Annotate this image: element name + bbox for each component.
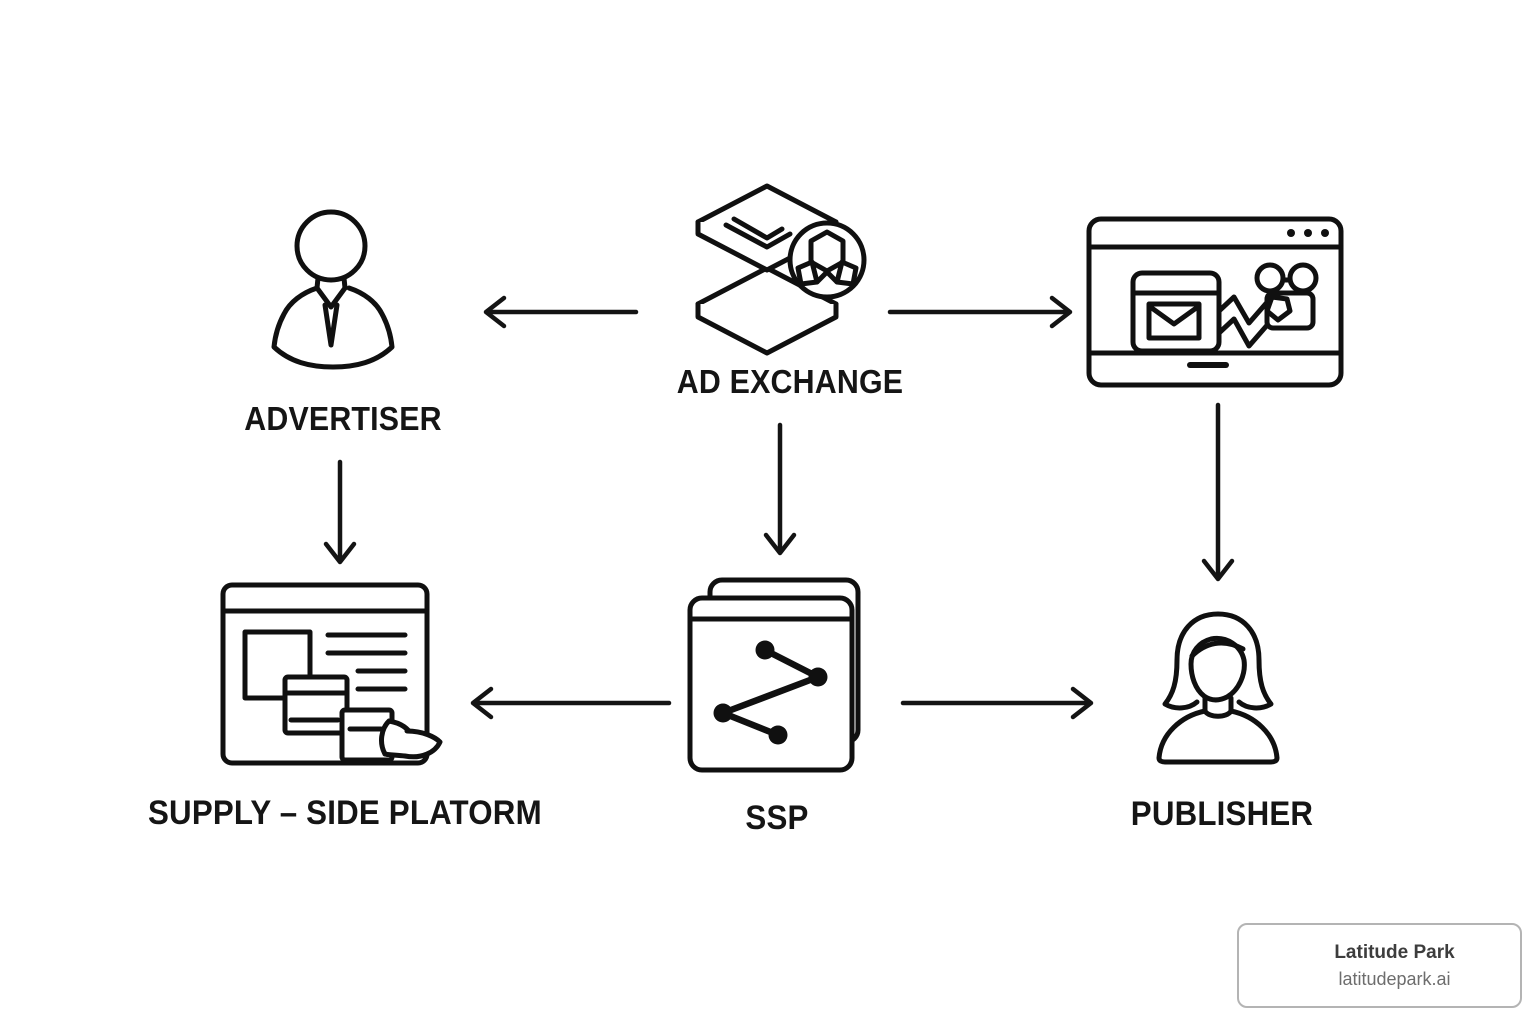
arrow-advertiser-to-ssp-platform [320,458,360,570]
ssp-label: SSP [745,799,809,837]
supply-side-platform-label: SUPPLY – SIDE PLATORM [148,794,542,832]
ad-exchange-label: AD EXCHANGE [676,363,904,400]
browser-content-pen-icon [220,582,445,766]
advertiser-label: ADVERTISER [244,400,442,437]
arrow-adexchange-to-advertiser [478,291,640,333]
arrow-adexchange-to-publisher-site [886,291,1078,333]
stacked-layers-molecule-icon [688,180,872,366]
arrow-ssp-to-publisher [899,682,1099,724]
watermark-card: Latitude Park latitudepark.ai [1237,923,1522,1008]
browser-email-chart-icon [1086,216,1344,388]
businessman-icon [268,206,398,372]
watermark-subtitle: latitudepark.ai [1338,968,1451,989]
arrow-ssp-to-ssp-platform [465,682,675,724]
watermark-title: Latitude Park [1334,941,1455,963]
arrow-publisher-site-to-publisher [1198,401,1238,587]
stacked-cards-graph-icon [687,577,868,773]
woman-icon [1155,608,1281,765]
publisher-label: PUBLISHER [1130,795,1314,833]
arrow-adexchange-to-ssp [760,421,800,561]
